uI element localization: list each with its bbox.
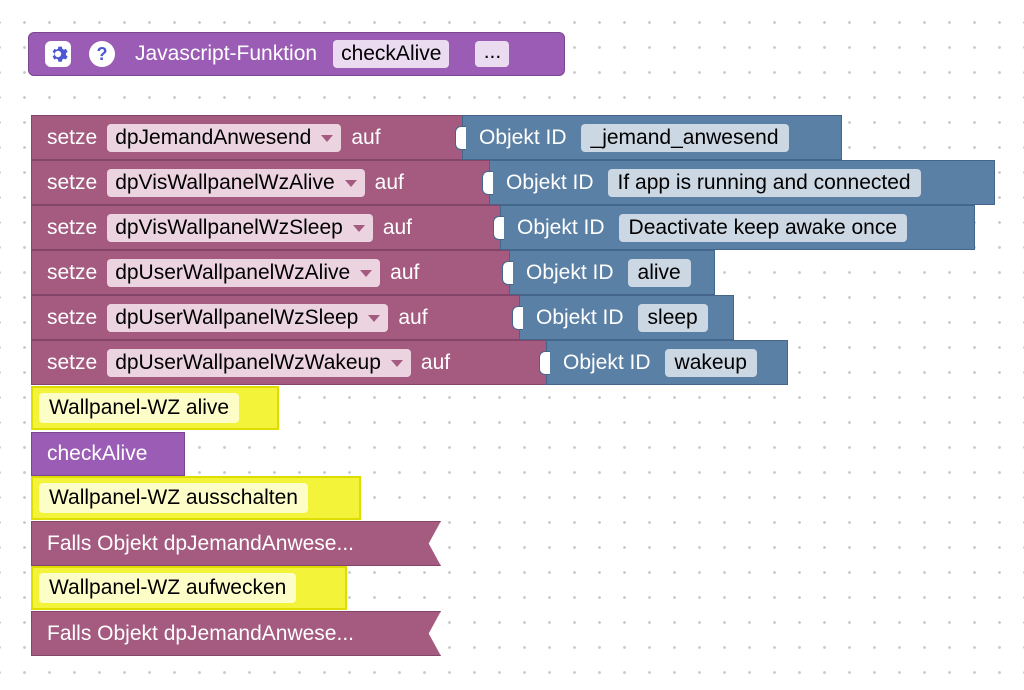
to-keyword: auf xyxy=(420,350,451,374)
chevron-down-icon xyxy=(352,225,365,232)
to-keyword: auf xyxy=(390,260,420,284)
variable-dropdown[interactable]: dpUserWallpanelWzWakeup xyxy=(107,348,411,377)
variable-dropdown[interactable]: dpVisWallpanelWzAlive xyxy=(107,168,365,197)
set-keyword: setze xyxy=(47,170,98,194)
if-object-summary: Falls Objekt dpJemandAnwese... xyxy=(47,621,354,645)
chevron-down-icon xyxy=(344,180,357,187)
set-block-2[interactable]: setze dpVisWallpanelWzAlive auf xyxy=(31,160,491,205)
function-name-field[interactable]: checkAlive xyxy=(333,40,450,68)
set-block-5[interactable]: setze dpUserWallpanelWzSleep auf xyxy=(31,295,521,340)
chevron-down-icon xyxy=(360,270,373,277)
procedure-call-label: checkAlive xyxy=(47,442,148,465)
comment-text[interactable]: Wallpanel-WZ ausschalten xyxy=(39,483,308,513)
variable-name: dpVisWallpanelWzAlive xyxy=(115,170,335,194)
function-type-label: Javascript-Funktion xyxy=(135,42,318,65)
variable-name: dpJemandAnwesend xyxy=(115,125,312,149)
set-block-4[interactable]: setze dpUserWallpanelWzAlive auf xyxy=(31,250,511,295)
connector-notch xyxy=(502,261,513,285)
connector-notch xyxy=(482,171,493,195)
object-id-label: Objekt ID xyxy=(563,350,651,374)
set-keyword: setze xyxy=(47,305,98,329)
object-id-block-6[interactable]: Objekt ID wakeup xyxy=(539,340,788,385)
object-id-label: Objekt ID xyxy=(517,215,605,239)
gear-icon[interactable] xyxy=(45,41,71,67)
connector-notch xyxy=(455,126,466,150)
set-keyword: setze xyxy=(47,260,98,284)
object-id-block-5[interactable]: Objekt ID sleep xyxy=(512,295,734,340)
object-id-field[interactable]: _jemand_anwesend xyxy=(580,123,789,152)
object-id-block-3[interactable]: Objekt ID Deactivate keep awake once xyxy=(493,205,975,250)
function-definition-block[interactable]: ? Javascript-Funktion checkAlive ... xyxy=(28,32,565,76)
comment-text[interactable]: Wallpanel-WZ aufwecken xyxy=(39,573,297,603)
set-keyword: setze xyxy=(47,350,98,374)
help-icon[interactable]: ? xyxy=(89,41,115,67)
connector-notch xyxy=(493,216,504,240)
chevron-down-icon xyxy=(390,360,403,367)
object-id-field[interactable]: Deactivate keep awake once xyxy=(618,213,908,242)
comment-text[interactable]: Wallpanel-WZ alive xyxy=(39,393,240,423)
object-id-label: Objekt ID xyxy=(526,260,614,284)
to-keyword: auf xyxy=(382,215,413,239)
variable-name: dpUserWallpanelWzAlive xyxy=(115,260,351,284)
function-params-button[interactable]: ... xyxy=(475,41,510,67)
connector-notch xyxy=(539,351,550,375)
connector-notch xyxy=(512,306,523,330)
object-id-field[interactable]: alive xyxy=(627,258,691,287)
object-id-label: Objekt ID xyxy=(479,125,567,149)
set-block-1[interactable]: setze dpJemandAnwesend auf xyxy=(31,115,463,160)
set-keyword: setze xyxy=(47,215,98,239)
set-block-3[interactable]: setze dpVisWallpanelWzSleep auf xyxy=(31,205,501,250)
object-id-block-4[interactable]: Objekt ID alive xyxy=(502,250,715,295)
to-keyword: auf xyxy=(374,170,404,194)
variable-name: dpVisWallpanelWzSleep xyxy=(115,215,343,239)
object-id-label: Objekt ID xyxy=(536,305,624,329)
call-check-alive-block[interactable]: checkAlive xyxy=(31,432,185,476)
variable-dropdown[interactable]: dpUserWallpanelWzAlive xyxy=(107,258,381,287)
comment-block-alive[interactable]: Wallpanel-WZ alive xyxy=(31,386,279,430)
set-block-6[interactable]: setze dpUserWallpanelWzWakeup auf xyxy=(31,340,547,385)
variable-dropdown[interactable]: dpJemandAnwesend xyxy=(107,123,342,152)
object-id-block-2[interactable]: Objekt ID If app is running and connecte… xyxy=(482,160,995,205)
comment-block-wake[interactable]: Wallpanel-WZ aufwecken xyxy=(31,566,347,610)
object-id-field[interactable]: wakeup xyxy=(664,348,757,377)
set-keyword: setze xyxy=(47,125,98,149)
to-keyword: auf xyxy=(351,125,381,149)
if-object-block-2[interactable]: Falls Objekt dpJemandAnwese... xyxy=(31,611,441,656)
chevron-down-icon xyxy=(321,135,334,142)
object-id-field[interactable]: sleep xyxy=(637,303,708,332)
if-object-block-1[interactable]: Falls Objekt dpJemandAnwese... xyxy=(31,521,441,566)
object-id-label: Objekt ID xyxy=(506,170,594,194)
object-id-field[interactable]: If app is running and connected xyxy=(607,168,921,197)
object-id-block-1[interactable]: Objekt ID _jemand_anwesend xyxy=(455,115,842,160)
if-object-summary: Falls Objekt dpJemandAnwese... xyxy=(47,531,354,555)
variable-name: dpUserWallpanelWzWakeup xyxy=(115,350,381,374)
chevron-down-icon xyxy=(368,315,381,322)
to-keyword: auf xyxy=(398,305,428,329)
variable-dropdown[interactable]: dpUserWallpanelWzSleep xyxy=(107,303,389,332)
variable-name: dpUserWallpanelWzSleep xyxy=(115,305,359,329)
variable-dropdown[interactable]: dpVisWallpanelWzSleep xyxy=(107,213,373,242)
comment-block-off[interactable]: Wallpanel-WZ ausschalten xyxy=(31,476,361,520)
